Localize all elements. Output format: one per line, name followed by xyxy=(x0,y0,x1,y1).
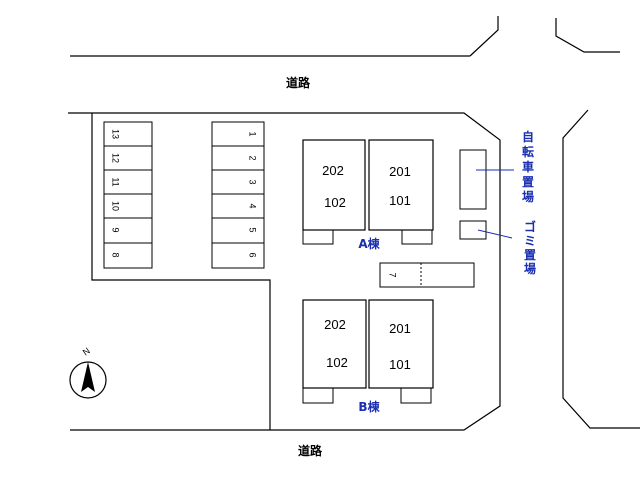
garbage-label-char: ゴ xyxy=(524,219,536,234)
parking-middle-frame xyxy=(211,121,265,269)
top-road-corner-right xyxy=(555,18,620,53)
parking-slot-2: 2 xyxy=(248,155,258,160)
compass-north-label: N xyxy=(81,346,92,358)
parking-boundary xyxy=(91,113,271,430)
bicycle-parking-area xyxy=(459,149,487,210)
bike-label-char: 車 xyxy=(522,159,534,174)
site-boundary xyxy=(68,112,501,431)
parking-slot-3: 3 xyxy=(248,179,258,184)
balcony-a-right xyxy=(401,229,433,245)
unit-b-right xyxy=(368,299,434,389)
garbage-label-char: 置 xyxy=(524,248,536,262)
parking-left-column: 13 12 11 10 9 8 xyxy=(103,121,153,269)
bike-label-char: 転 xyxy=(522,144,534,159)
parking-slot-1: 1 xyxy=(248,131,258,136)
building-a-label: A棟 xyxy=(358,236,380,251)
unit-b-102: 102 xyxy=(326,355,348,370)
unit-a-101: 101 xyxy=(389,193,411,208)
parking-slot-4: 4 xyxy=(248,203,258,208)
parking-slot-6: 6 xyxy=(248,252,258,257)
north-arrow-icon: N xyxy=(69,346,107,399)
unit-a-201: 201 xyxy=(389,164,411,179)
parking-slot-5: 5 xyxy=(248,227,258,232)
parking-slot-11: 11 xyxy=(111,177,121,186)
unit-b-202: 202 xyxy=(324,317,346,332)
balcony-b-left xyxy=(302,387,334,404)
garbage-area-leader xyxy=(477,229,513,239)
building-b: 202 102 201 101 B棟 xyxy=(302,299,434,414)
unit-a-right xyxy=(368,139,434,231)
parking-slot-7-group: 7 xyxy=(379,262,475,288)
parking-left-frame xyxy=(103,121,153,269)
parking-slot-7-frame xyxy=(379,262,475,288)
parking-middle-column: 1 2 3 4 5 6 xyxy=(211,121,265,269)
unit-b-left xyxy=(302,299,367,389)
bottom-road-label: 道路 xyxy=(298,443,323,458)
unit-a-202: 202 xyxy=(322,163,344,178)
parking-slot-9: 9 xyxy=(111,227,121,232)
parking-slot-12: 12 xyxy=(111,153,121,163)
unit-a-102: 102 xyxy=(324,195,346,210)
balcony-b-right xyxy=(400,387,432,404)
parking-slot-13: 13 xyxy=(111,129,121,139)
bike-label-char: 場 xyxy=(522,189,534,204)
unit-b-201: 201 xyxy=(389,321,411,336)
balcony-a-left xyxy=(302,229,334,245)
building-b-label: B棟 xyxy=(358,399,380,414)
right-road-edge xyxy=(562,109,640,429)
unit-a-left xyxy=(302,139,366,231)
top-road-corner-left xyxy=(469,16,499,57)
top-road-label: 道路 xyxy=(286,75,311,90)
bike-label-char: 自 xyxy=(522,129,534,144)
unit-b-101: 101 xyxy=(389,357,411,372)
garbage-label-char: ミ xyxy=(524,234,536,248)
building-a: 202 102 201 101 A棟 xyxy=(302,139,434,251)
parking-slot-8: 8 xyxy=(111,252,121,257)
garbage-area xyxy=(459,220,487,240)
parking-slot-10: 10 xyxy=(111,201,121,211)
bike-label-char: 置 xyxy=(522,175,534,189)
parking-slot-7: 7 xyxy=(388,272,398,277)
garbage-label-char: 場 xyxy=(524,261,536,276)
